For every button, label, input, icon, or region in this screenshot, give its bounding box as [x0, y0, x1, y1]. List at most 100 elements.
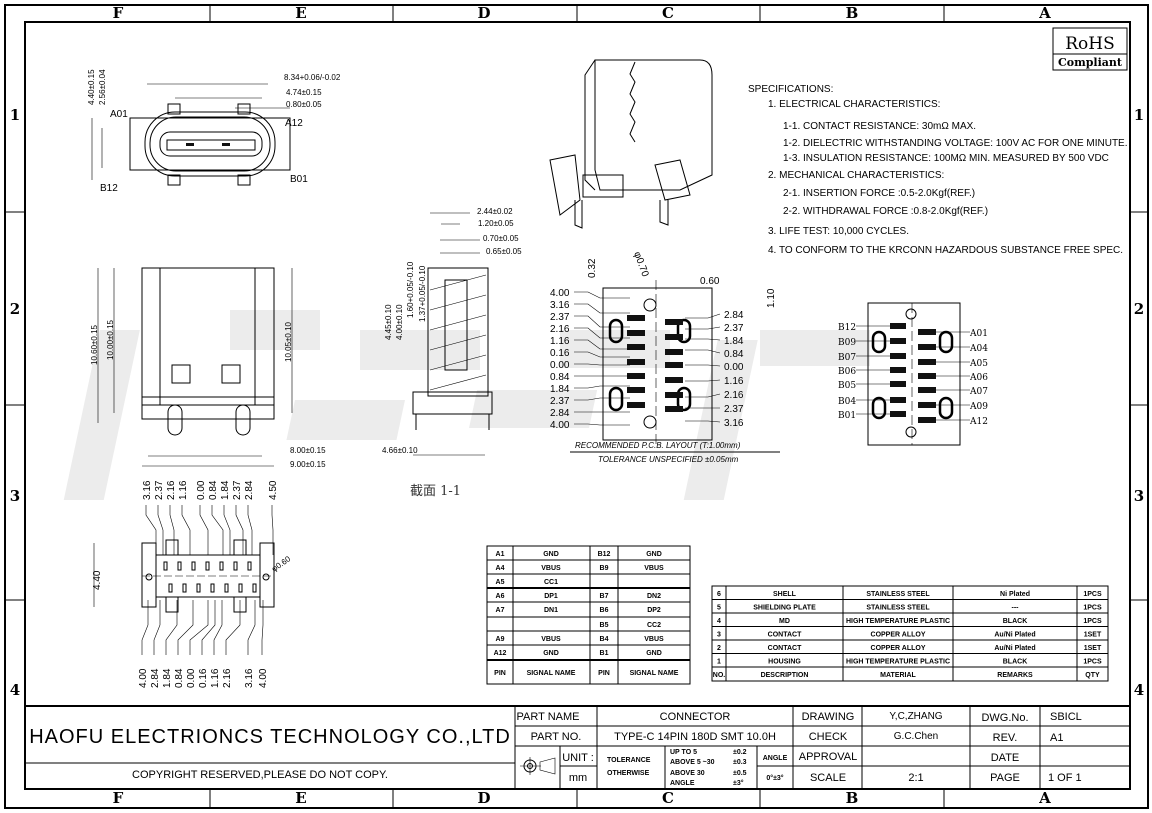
pin-table-header: SIGNAL NAME [527, 670, 576, 677]
signal-name-cell: GND [646, 650, 662, 657]
tol-value-3: ±0.5 [733, 770, 747, 777]
zone-row-3-right: 3 [1134, 487, 1144, 505]
pin-label-left: B09 [838, 338, 856, 348]
bom-cell: HOUSING [768, 659, 801, 666]
bom-cell: BLACK [1003, 618, 1028, 625]
tolerance-label: TOLERANCE [607, 757, 651, 764]
check-value: G.C.Chen [894, 731, 938, 742]
bom-cell: STAINLESS STEEL [866, 591, 930, 598]
bom-cell: MD [779, 618, 790, 625]
dim-top: 4.50 [268, 480, 279, 500]
pcb-dim-right: 0.84 [724, 349, 744, 360]
spec-line: SPECIFICATIONS: [748, 84, 833, 95]
bom-cell: --- [1012, 605, 1020, 612]
pcb-dim-right: 2.16 [724, 390, 744, 401]
pin-label-right: A06 [969, 373, 988, 383]
tol-range-3: ABOVE 30 [670, 770, 705, 777]
zone-col-B-bottom: B [846, 789, 859, 807]
signal-name-cell: DP1 [544, 593, 558, 600]
dim-1-20: 1.20±0.05 [478, 219, 514, 228]
dim-bottom: 0.84 [174, 668, 185, 688]
dim-2-44: 2.44±0.02 [477, 207, 513, 216]
zone-col-B: B [846, 4, 859, 22]
zone-row-2: 2 [10, 300, 20, 318]
pin-label-left: B04 [838, 397, 856, 407]
pin-table-header: PIN [494, 670, 506, 677]
zone-col-E-bottom: E [295, 789, 306, 807]
dim-top: 0.00 [196, 480, 207, 500]
bom-cell: 1SET [1084, 645, 1102, 652]
pin-label-left: B12 [838, 323, 856, 333]
unit-value: mm [569, 772, 587, 784]
spec-line: 1-2. DIELECTRIC WITHSTANDING VOLTAGE: 10… [783, 138, 1128, 149]
signal-name-cell: DP2 [647, 607, 661, 614]
bom-header: QTY [1085, 672, 1100, 679]
dim-top: 2.16 [166, 480, 177, 500]
specifications: SPECIFICATIONS:1. ELECTRICAL CHARACTERIS… [748, 84, 1128, 256]
pin-label-right: A12 [969, 417, 988, 427]
tol-value-1: ±0.2 [733, 749, 747, 756]
dim-bottom: 0.00 [186, 668, 197, 688]
pin-cell: A7 [496, 607, 505, 614]
zone-row-4: 4 [10, 681, 20, 699]
bom-cell: SHIELDING PLATE [753, 605, 816, 612]
pin-cell: B7 [600, 593, 609, 600]
unit-label: UNIT : [562, 752, 594, 764]
dim-phi-0-70: φ0.70 [631, 250, 650, 279]
pin-cell: A1 [496, 551, 505, 558]
dim-top: 0.84 [208, 480, 219, 500]
bom-header: DESCRIPTION [761, 672, 809, 679]
zone-row-3: 3 [10, 487, 20, 505]
signal-name-cell: VBUS [644, 565, 664, 572]
tolerance-label-2: OTHERWISE [607, 770, 650, 777]
pin-cell: A6 [496, 593, 505, 600]
label-b12: B12 [100, 183, 118, 194]
dim-1-37: 1.37+0.05/-0.10 [418, 265, 427, 322]
pcb-dim-right: 1.16 [724, 376, 744, 387]
dim-bottom: 1.84 [162, 668, 173, 688]
bom-cell: SHELL [773, 591, 797, 598]
dim-bottom: 4.00 [258, 668, 269, 688]
dim-4-00: 4.00±0.10 [395, 304, 404, 340]
bom-cell: HIGH TEMPERATURE PLASTIC [846, 659, 950, 666]
dim-10-60: 10.60±0.15 [90, 324, 99, 365]
signal-name-cell: VBUS [541, 636, 561, 643]
dim-height: 4.40±0.15 [87, 69, 96, 105]
zone-row-1-right: 1 [1134, 106, 1144, 124]
spec-line: 1-3. INSULATION RESISTANCE: 100MΩ MIN. M… [783, 153, 1109, 164]
pcb-dim-left: 1.84 [550, 384, 570, 395]
rohs-subtitle: Compliant [1058, 56, 1123, 69]
dim-leg: 0.80±0.05 [286, 100, 322, 109]
signal-name-cell: GND [543, 650, 559, 657]
pcb-dim-left: 2.37 [550, 396, 570, 407]
bom-cell: COPPER ALLOY [871, 645, 926, 652]
pin-cell: B9 [600, 565, 609, 572]
label-a01: A01 [110, 109, 128, 120]
dim-top: 2.84 [244, 480, 255, 500]
dim-1-10: 1.10 [766, 288, 777, 308]
dim-bottom: 2.16 [222, 668, 233, 688]
bom-header: MATERIAL [880, 672, 916, 679]
part-name-label: PART NAME [517, 711, 580, 723]
zone-row-1: 1 [10, 106, 20, 124]
dim-hole: φ0.60 [270, 554, 293, 574]
angle-value: 0°±3° [766, 774, 783, 782]
pin-label-left: B05 [838, 381, 856, 391]
dim-top: 3.16 [142, 480, 153, 500]
bom-cell: 3 [717, 632, 721, 639]
bom-cell: 1PCS [1083, 618, 1102, 625]
rohs-title: RoHS [1065, 34, 1115, 54]
pcb-dim-left: 0.84 [550, 372, 570, 383]
pcb-dim-left: 4.00 [550, 420, 570, 431]
dim-bottom: 1.16 [210, 668, 221, 688]
copyright: COPYRIGHT RESERVED,PLEASE DO NOT COPY. [132, 769, 388, 781]
pin-label-right: A05 [969, 359, 988, 369]
tol-range-2: ABOVE 5 ~30 [670, 759, 715, 766]
pin-cell: B6 [600, 607, 609, 614]
zone-col-D: D [477, 4, 490, 22]
dim-bottom: 3.16 [244, 668, 255, 688]
zone-col-C: C [662, 4, 674, 22]
bom-cell: 1PCS [1083, 591, 1102, 598]
